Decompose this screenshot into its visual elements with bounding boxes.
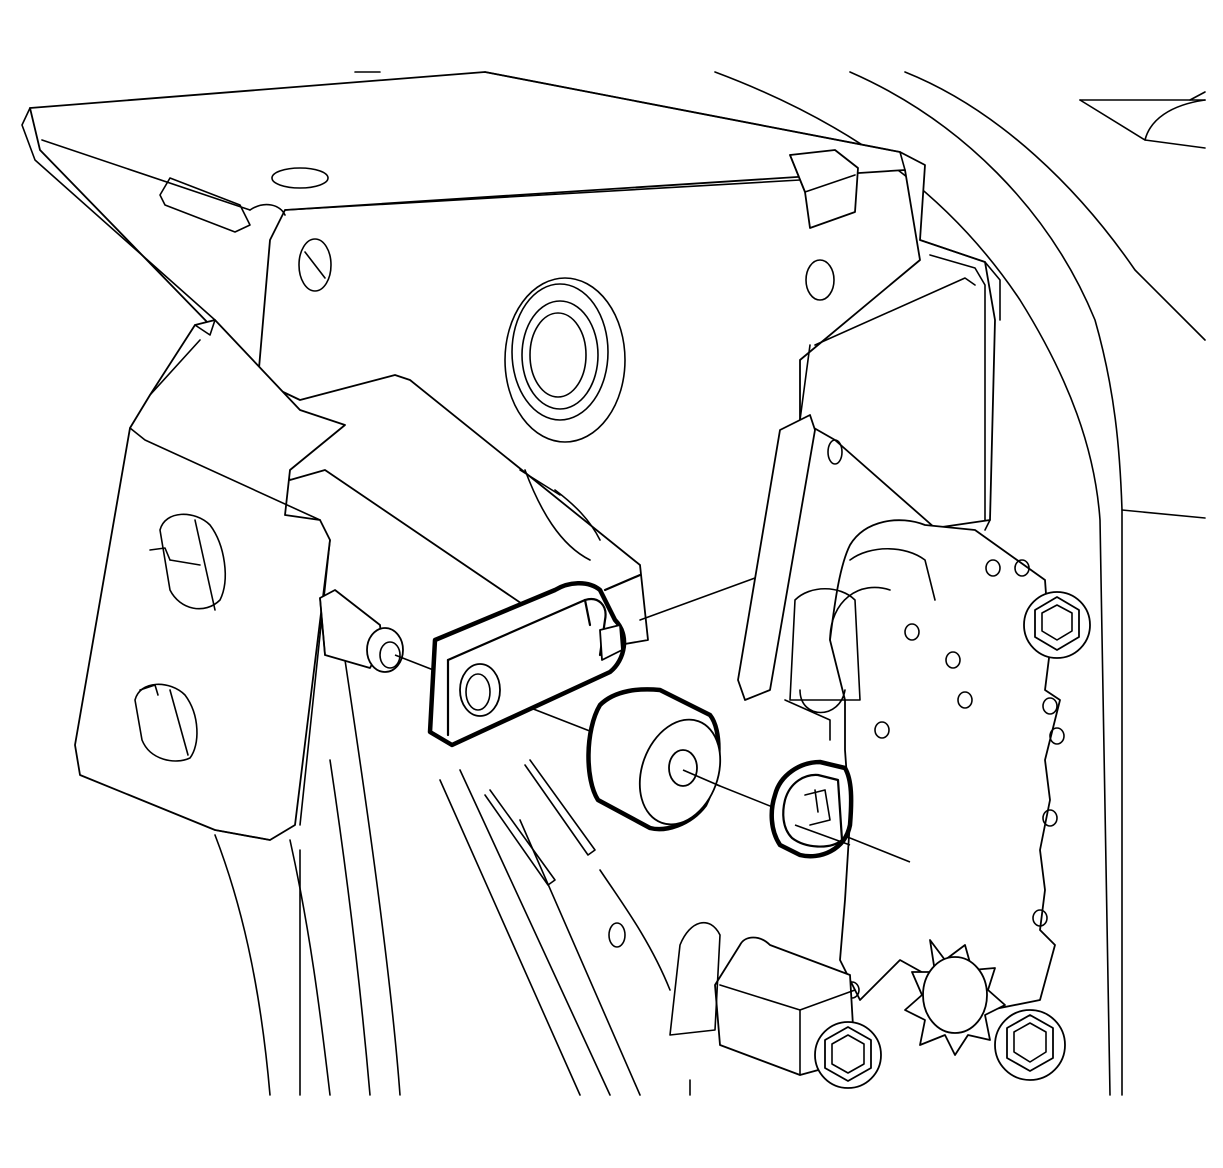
pedal-bracket bbox=[21, 71, 1001, 651]
mounting-nut-upper bbox=[1023, 591, 1091, 659]
mounting-nut-lower bbox=[994, 1009, 1066, 1081]
dash-panel bbox=[299, 71, 1206, 1096]
pushrod-clevis bbox=[427, 573, 642, 748]
pedal-arm bbox=[74, 319, 401, 1096]
star-wheel bbox=[904, 939, 1006, 1056]
brake-booster-switch-assembly bbox=[608, 414, 1065, 1096]
lower-bracket-lines bbox=[439, 759, 671, 1096]
retainer-clip bbox=[769, 759, 854, 859]
pivot-pin bbox=[319, 589, 404, 673]
mounting-nut-bottom-left bbox=[814, 1021, 882, 1089]
bushing bbox=[586, 687, 722, 832]
